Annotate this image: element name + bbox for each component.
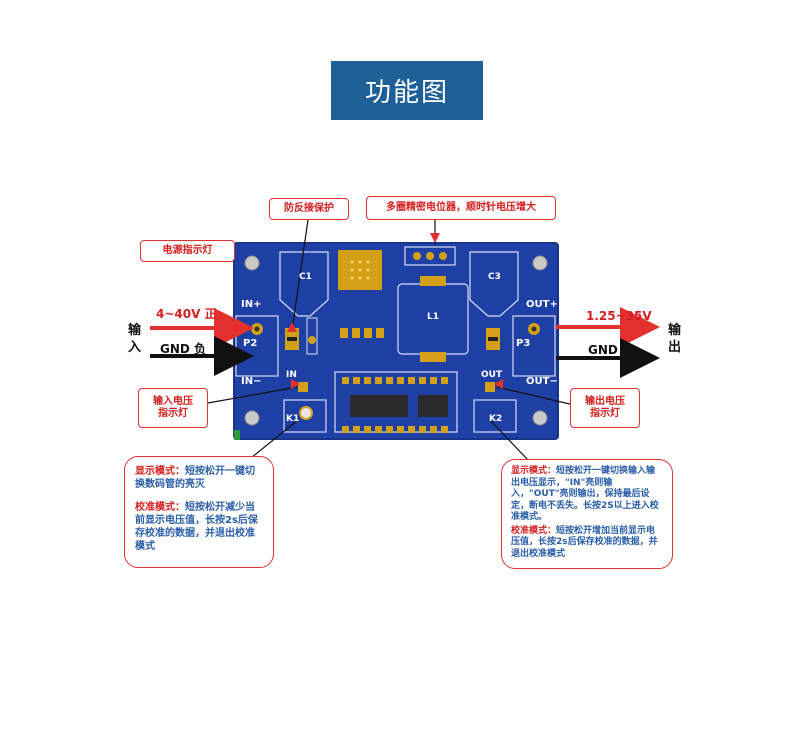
- input-range-label: 4~40V 正: [156, 307, 217, 321]
- display-pin: [342, 426, 349, 433]
- display-pin: [397, 426, 404, 433]
- right-mode1-key: 显示模式：: [511, 466, 557, 476]
- button-k2: [473, 399, 517, 433]
- display-pins: [342, 377, 448, 433]
- callout-input-indicator: 输入电压指示灯: [138, 388, 208, 428]
- label-c1: C1: [299, 272, 312, 282]
- display-pin: [353, 426, 360, 433]
- output-range-label: 1.25~35V: [586, 309, 652, 323]
- right-mode2-value: 短按松开增加当前显示电压值，长按2s后保存校准的数据，并退出校准模式: [511, 525, 658, 559]
- label-c3: C3: [488, 272, 501, 282]
- display-pin: [342, 377, 349, 384]
- display-pin: [441, 377, 448, 384]
- label-out-minus: OUT−: [526, 376, 558, 387]
- display-pin: [364, 377, 371, 384]
- capacitor-c3: [469, 251, 519, 317]
- callout-output-indicator: 输出电压指示灯: [570, 388, 640, 428]
- display-pin: [386, 377, 393, 384]
- label-out-led: OUT: [481, 370, 503, 380]
- output-side-label: 输出: [668, 323, 682, 355]
- callout-power-indicator: 电源指示灯: [140, 240, 235, 262]
- left-button-description: 显示模式：短按松开一键切换数码管的亮灭 校准模式：短按松开减少当前显示电压值，长…: [124, 456, 274, 568]
- capacitor-c1: [279, 251, 329, 317]
- led-in: [298, 382, 308, 392]
- display-pin: [375, 426, 382, 433]
- display-pin: [419, 377, 426, 384]
- mounting-holes: [244, 255, 548, 426]
- right-button-description: 显示模式：短按松开一键切换输入输出电压显示，"IN"亮则输入，"OUT"亮则输出…: [501, 459, 673, 569]
- label-p3: P3: [516, 338, 531, 349]
- right-mode1-value: 短按松开一键切换输入输出电压显示，"IN"亮则输入，"OUT"亮则输出，保持最后…: [511, 466, 659, 522]
- label-k1: K1: [286, 414, 300, 424]
- pcb-board: [234, 243, 558, 439]
- display-pin: [430, 426, 437, 433]
- display-pin: [408, 426, 415, 433]
- right-mode2-key: 校准模式：: [511, 525, 557, 536]
- display-pin: [353, 377, 360, 384]
- label-p2: P2: [243, 338, 258, 349]
- label-l1: L1: [427, 312, 439, 322]
- display-pin: [430, 377, 437, 384]
- display-pin: [419, 426, 426, 433]
- input-side-label: 输入: [128, 323, 142, 355]
- input-gnd-label: GND 负: [160, 342, 207, 356]
- callout-potentiometer: 多圈精密电位器，顺时针电压增大: [366, 196, 556, 220]
- display-pin: [397, 377, 404, 384]
- terminal-p3: [512, 315, 556, 377]
- label-in-minus: IN−: [241, 376, 262, 387]
- label-out-plus: OUT+: [526, 299, 558, 310]
- callout-reverse-protect: 防反接保护: [269, 198, 349, 220]
- led-out: [485, 382, 495, 392]
- potentiometer: [404, 246, 456, 266]
- display-pin: [386, 426, 393, 433]
- label-in-plus: IN+: [241, 299, 262, 310]
- label-k2: K2: [489, 414, 503, 424]
- left-mode1-key: 显示模式：: [135, 466, 185, 477]
- display-pin: [364, 426, 371, 433]
- left-mode1-value: 短按松开一键切换数码管的亮灭: [135, 466, 255, 490]
- button-k1: [283, 399, 327, 433]
- page-title: 功能图: [331, 61, 483, 120]
- display-pin: [441, 426, 448, 433]
- display-pin: [375, 377, 382, 384]
- left-mode2-value: 短按松开减少当前显示电压值，长按2s后保存校准的数据，并退出校准模式: [135, 502, 258, 552]
- display-module: [334, 371, 458, 433]
- display-pin: [408, 377, 415, 384]
- output-gnd-label: GND 负: [588, 343, 635, 357]
- label-in-led: IN: [286, 370, 297, 380]
- left-mode2-key: 校准模式：: [135, 502, 185, 513]
